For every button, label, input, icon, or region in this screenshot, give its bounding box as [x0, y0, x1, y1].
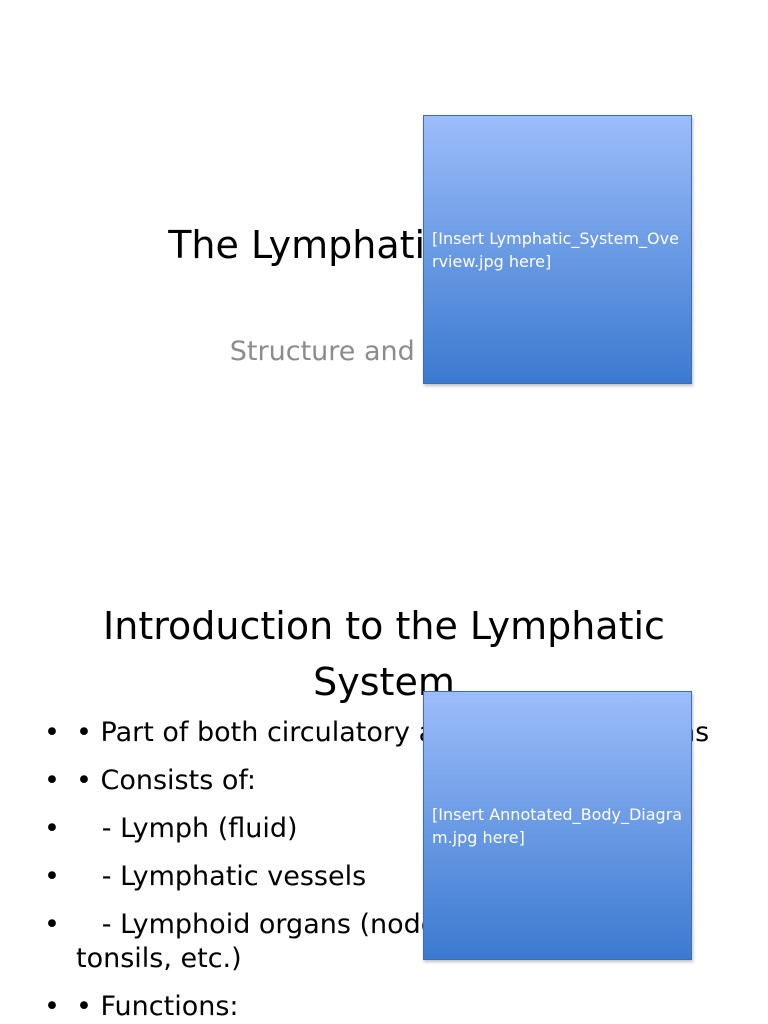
slide-1: The Lymphatic System Structure and Funct… — [168, 115, 692, 384]
bullet-text: • Consists of: — [76, 765, 257, 796]
bullet-dot: • — [44, 991, 60, 1022]
bullet-dot: • — [44, 765, 60, 796]
image-placeholder-overview-text: [Insert Lymphatic_System_Overview.jpg he… — [432, 228, 679, 271]
slide-2: Introduction to the Lymphatic System •• … — [0, 576, 768, 1024]
bullet-dot: • — [44, 717, 60, 748]
image-placeholder-body-diagram: [Insert Annotated_Body_Diagram.jpg here] — [423, 691, 692, 960]
list-item: • • Functions: — [0, 990, 768, 1024]
slide-2-title: Introduction to the Lymphatic System — [103, 604, 665, 704]
bullet-dot: • — [44, 861, 60, 892]
image-placeholder-body-diagram-text: [Insert Annotated_Body_Diagram.jpg here] — [432, 804, 683, 847]
list-item: • • Consists of: — [0, 764, 768, 798]
bullet-text: - Lymphatic vessels — [76, 861, 367, 892]
image-placeholder-overview: [Insert Lymphatic_System_Overview.jpg he… — [423, 115, 692, 384]
bullet-text: - Lymph (fluid) — [76, 813, 298, 844]
list-item: • - Lymph (fluid) — [0, 812, 768, 846]
bullet-text: • Functions: — [76, 991, 239, 1022]
list-item: • - Lymphatic vessels — [0, 860, 768, 894]
bullet-dot: • — [44, 909, 60, 940]
bullet-dot: • — [44, 813, 60, 844]
